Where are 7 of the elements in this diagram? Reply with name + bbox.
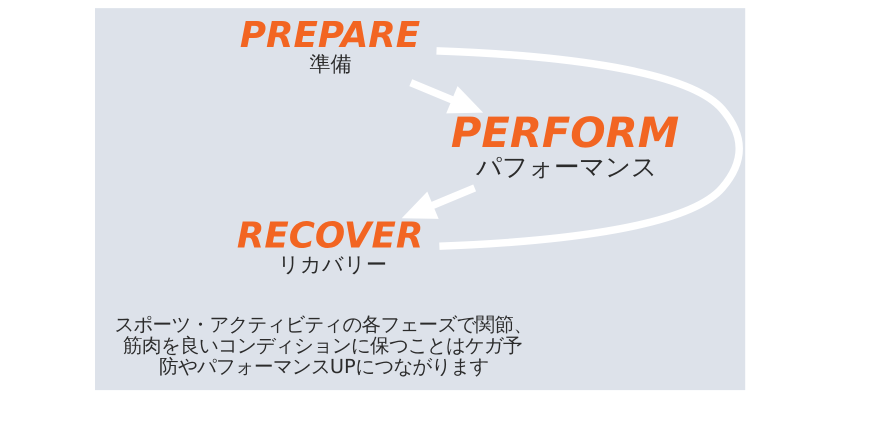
arrow <box>408 79 483 114</box>
node-text: PREPARE 準備 <box>239 15 420 76</box>
connector <box>436 47 742 250</box>
arrow <box>401 184 476 219</box>
node-text: RECOVER リカバリー <box>236 216 423 276</box>
label: スポーツ・アクティビティの各フェーズで関節、筋肉を良いコンディションに保つことはケガ予防やパフォーマンスUPにつながります <box>114 313 532 378</box>
node-text: PERFORM パフォーマンス <box>450 108 679 182</box>
